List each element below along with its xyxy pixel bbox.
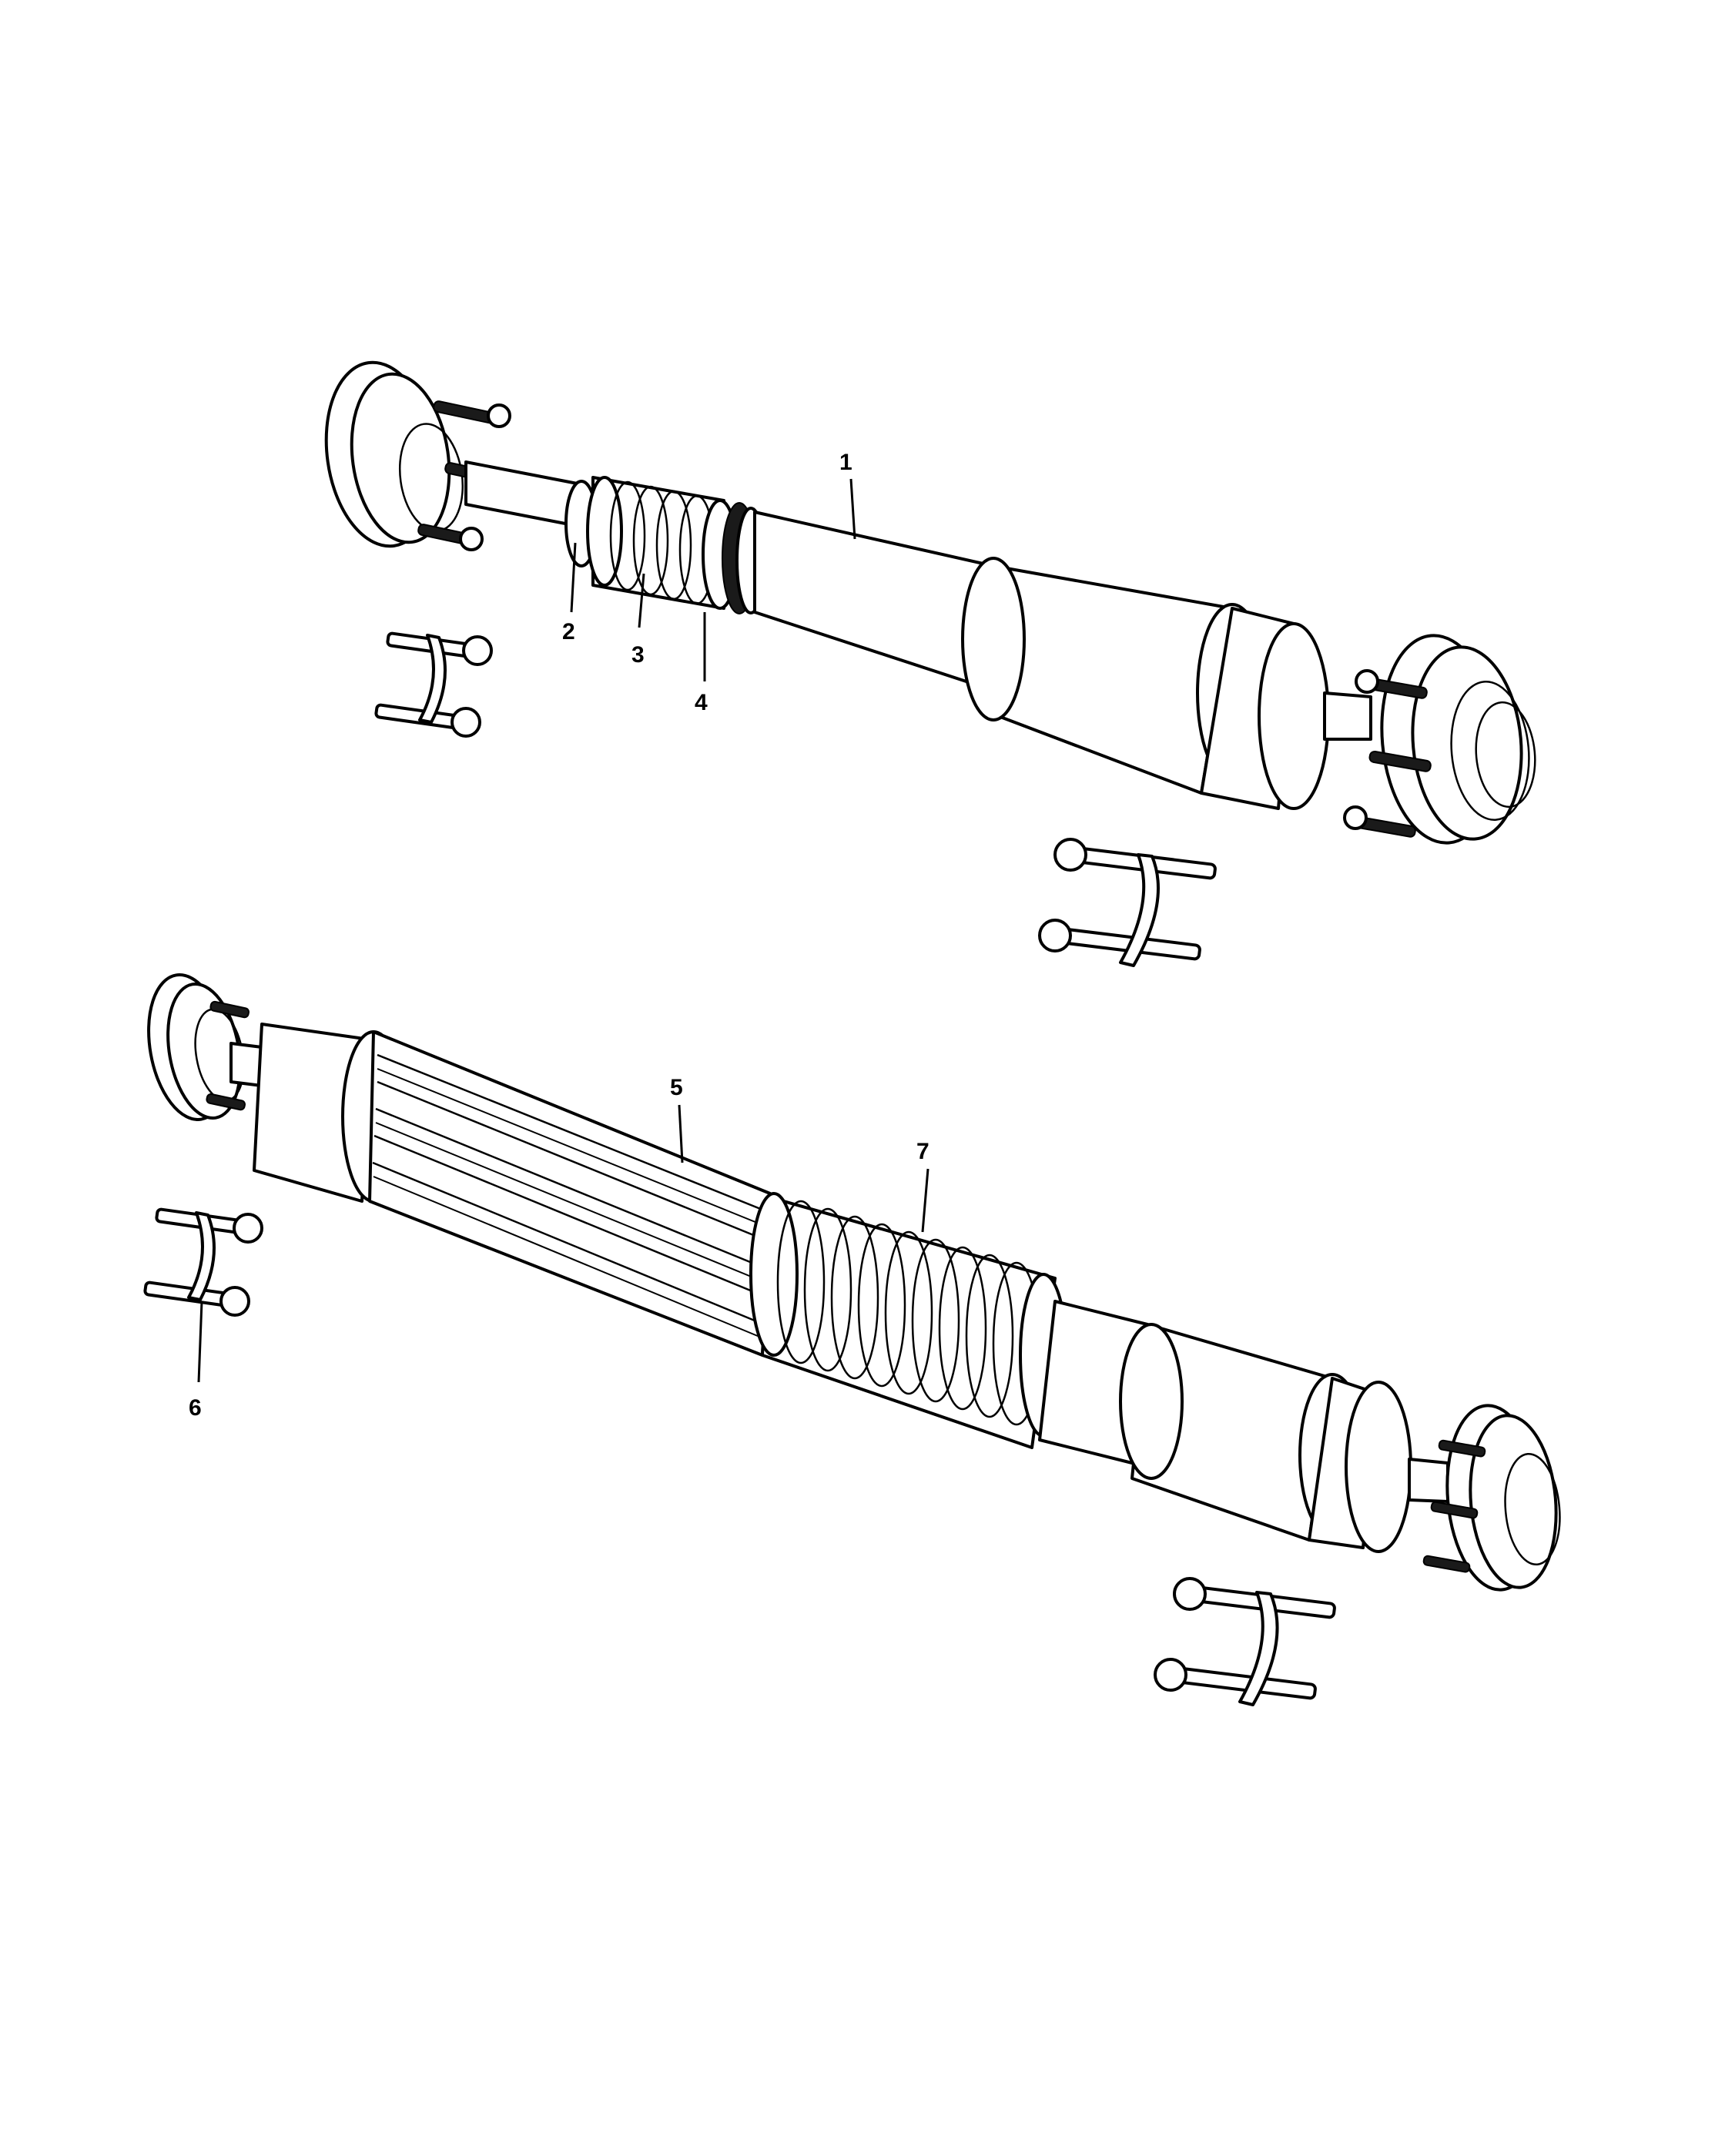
leader-lines <box>197 478 929 1383</box>
lower-drive-shaft <box>147 973 1561 1592</box>
lower-left-bolt-strap-set <box>143 1207 263 1317</box>
leader-3 <box>638 573 645 628</box>
upper-drive-shaft <box>324 360 1536 845</box>
callout-3: 3 <box>631 642 645 668</box>
leader-6 <box>197 1301 203 1383</box>
upper-boot <box>586 476 739 610</box>
leader-5 <box>678 1104 684 1163</box>
lower-bellows-boot <box>749 1192 1068 1449</box>
callout-2: 2 <box>562 619 575 644</box>
callout-7: 7 <box>916 1139 929 1164</box>
callout-labels: 1 2 3 4 5 6 7 <box>189 450 929 1421</box>
callout-6: 6 <box>189 1395 202 1421</box>
upper-right-bolt-strap-set <box>1038 838 1217 967</box>
upper-right-flange <box>1343 634 1536 845</box>
lower-right-flange <box>1422 1404 1561 1592</box>
lower-splined-shaft <box>368 1030 772 1357</box>
upper-center-housing <box>961 557 1330 810</box>
lower-left-flange <box>147 973 250 1121</box>
leader-2 <box>570 542 577 613</box>
lower-left-housing <box>253 1023 371 1203</box>
callout-4: 4 <box>695 690 708 715</box>
upper-shaft-tube <box>753 511 995 687</box>
lower-right-bolt-strap-set <box>1154 1577 1336 1706</box>
leader-7 <box>921 1168 929 1233</box>
lower-right-housing <box>1119 1323 1412 1553</box>
leader-1 <box>849 478 856 540</box>
upper-left-flange <box>324 360 511 551</box>
callout-1: 1 <box>839 450 852 475</box>
callout-5: 5 <box>670 1075 683 1100</box>
upper-left-bolt-strap-set <box>374 631 493 738</box>
